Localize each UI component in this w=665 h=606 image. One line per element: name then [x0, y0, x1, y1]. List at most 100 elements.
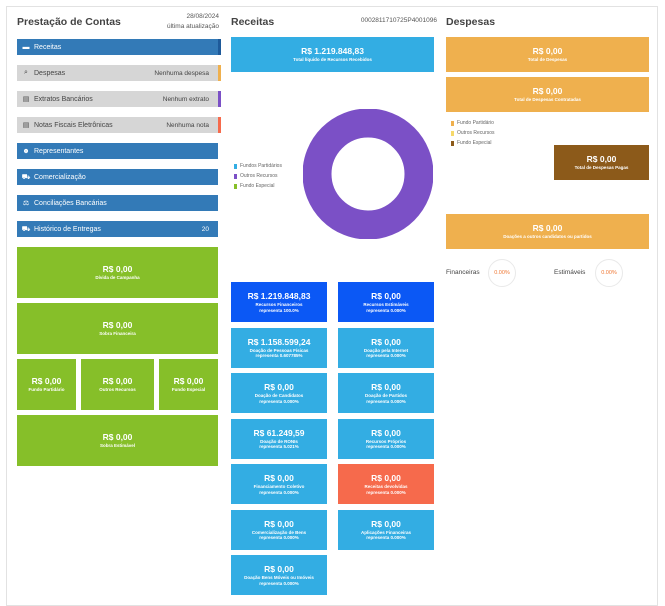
card-value: R$ 0,00 — [371, 427, 401, 438]
card-value: R$ 0,00 — [371, 336, 401, 347]
gauge-value: 0.00% — [494, 270, 510, 276]
card-label: Total de Despesas — [527, 57, 568, 63]
sobra-financeira-card: R$ 0,00 Sobra Financeira — [17, 303, 218, 354]
legend-swatch — [451, 130, 454, 136]
menu-label: Histórico de Entregas — [34, 225, 101, 233]
fundo-especial-card: R$ 0,00 Fundo Especial — [159, 359, 218, 410]
bank-icon: ⚖ — [22, 200, 30, 207]
card-label: Sobra Estimável — [99, 443, 135, 449]
card-label: Total de Despesas Pagas — [574, 165, 629, 171]
card-label: Doação de Candidatos — [254, 393, 304, 398]
menu-label: Notas Fiscais Eletrônicas — [34, 121, 113, 129]
dashboard-panel: Prestação de Contas 28/08/2024 última at… — [6, 6, 658, 606]
card-value: R$ 0,00 — [173, 376, 204, 387]
card-label: Doação de Pessoas Físicas — [249, 347, 309, 353]
update-date: 28/08/2024 — [186, 13, 219, 20]
legend-swatch — [234, 173, 237, 179]
card-value: R$ 0,00 — [371, 291, 401, 301]
card-value: R$ 0,00 — [532, 46, 563, 57]
card-share: representa 0.000% — [366, 489, 406, 495]
menu-historico[interactable]: ⛟ Histórico de Entregas 20 — [17, 221, 218, 237]
search-icon: ⌕ — [24, 69, 28, 76]
total-despesas-card: R$ 0,00 Total de Despesas — [446, 37, 649, 72]
indicator-bar — [218, 65, 221, 81]
card-value: R$ 0,00 — [532, 86, 563, 97]
card-value: R$ 1.219.848,83 — [247, 291, 311, 301]
card-value: R$ 0,00 — [31, 376, 62, 387]
truck-icon: ⛟ — [21, 225, 31, 233]
menu-label: Despesas — [34, 69, 66, 77]
card-label: Receitas devolvidas — [364, 484, 408, 489]
indicator-bar — [218, 39, 221, 55]
legend-swatch — [451, 120, 454, 126]
legend-swatch — [234, 183, 237, 189]
card-value: R$ 0,00 — [532, 223, 563, 234]
indicator-bar — [218, 91, 221, 107]
legend-item: Outros Recursos — [451, 128, 495, 138]
menu-extratos[interactable]: ▤ Extratos Bancários Nenhum extrato — [17, 91, 221, 107]
card-label: Fundo Especial — [171, 387, 206, 393]
despesas-legend: Fundo Partidário Outros Recursos Fundo E… — [451, 118, 495, 148]
card-label: Doação de Partidos — [364, 393, 407, 398]
menu-label: Extratos Bancários — [34, 95, 93, 103]
sobra-estimavel-card: R$ 0,00 Sobra Estimável — [17, 415, 218, 466]
card-label: Total líquido de Recursos Recebidos — [293, 57, 372, 63]
card-label: Comercialização de Bens — [251, 529, 307, 535]
card-share: representa 0.000% — [259, 398, 299, 404]
legend-item: Fundo Especial — [451, 138, 495, 148]
card-label: Recursos Financeiros — [255, 302, 303, 307]
column-title: Prestação de Contas — [17, 16, 121, 28]
legend-label: Fundo Especial — [457, 140, 492, 146]
menu-receitas[interactable]: ▬ Receitas — [17, 39, 221, 55]
legend-swatch — [451, 140, 454, 146]
card-value: R$ 0,00 — [586, 154, 617, 165]
update-label: última atualização — [166, 23, 219, 30]
card-label: Sobra Financeira — [99, 331, 136, 337]
menu-notas[interactable]: ▤ Notas Fiscais Eletrônicas Nenhuma nota — [17, 117, 221, 133]
estimaveis-gauge: 0.00% — [595, 259, 623, 287]
card-value: R$ 1.158.599,24 — [247, 336, 311, 347]
cart-icon: ⛟ — [21, 173, 31, 181]
menu-status: Nenhuma nota — [166, 121, 209, 129]
card-share: representa 0.000% — [366, 353, 406, 358]
fundo-partidario-card: R$ 0,00 Fundo Partidário — [17, 359, 76, 410]
receitas-donut-chart — [303, 109, 433, 239]
menu-representantes[interactable]: ☻ Representantes — [17, 143, 218, 159]
card-label: Aplicações Financeiras — [360, 529, 412, 535]
financeiras-label: Financeiras — [446, 269, 480, 276]
card-label: Doações a outros candidatos ou partidos — [503, 234, 592, 240]
process-code: 0002811710725P4001096 — [360, 17, 437, 24]
card-value: R$ 0,00 — [102, 376, 133, 387]
card-value: R$ 0,00 — [264, 382, 294, 392]
card-label: Dívida de Campanha — [95, 275, 140, 281]
outros-recursos-card: R$ 0,00 Outros Recursos — [81, 359, 154, 410]
card-value: R$ 61.249,59 — [253, 427, 305, 438]
column-title: Receitas — [231, 16, 275, 28]
column-title: Despesas — [446, 16, 496, 28]
menu-status: Nenhum extrato — [162, 95, 209, 103]
card-share: representa 0.000% — [366, 444, 406, 449]
legend-label: Outros Recursos — [457, 130, 495, 136]
menu-label: Comercialização — [34, 173, 86, 181]
estimaveis-label: Estimáveis — [554, 269, 586, 276]
menu-label: Conciliações Bancárias — [34, 199, 107, 207]
card-value: R$ 0,00 — [102, 320, 133, 331]
despesas-pagas-card: R$ 0,00 Total de Despesas Pagas — [554, 145, 649, 180]
card-label: Doação pela Internet — [363, 347, 409, 353]
menu-conciliacoes[interactable]: ⚖ Conciliações Bancárias — [17, 195, 218, 211]
menu-status: Nenhuma despesa — [154, 69, 209, 77]
card-value: R$ 0,00 — [371, 518, 401, 529]
card-share: representa 0.607785% — [255, 353, 303, 358]
card-share: representa 0.000% — [259, 535, 299, 540]
menu-despesas[interactable]: ⌕ Despesas Nenhuma despesa — [17, 65, 221, 81]
menu-comercializacao[interactable]: ⛟ Comercialização — [17, 169, 218, 185]
